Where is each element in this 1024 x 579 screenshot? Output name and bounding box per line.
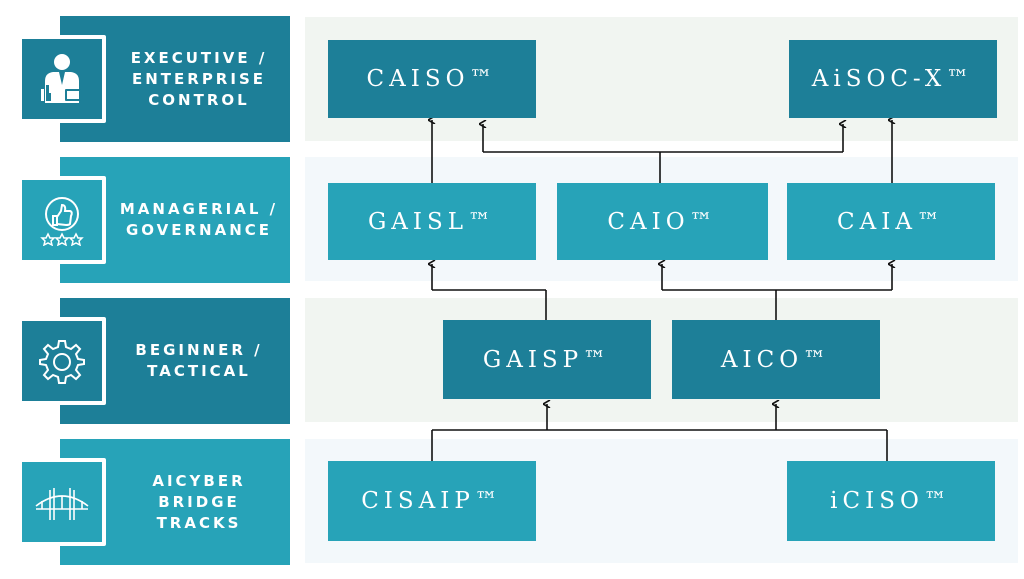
node-aisocx: AiSOC-X™ <box>789 40 997 118</box>
thumbs-up-rating-icon <box>18 176 106 264</box>
tier-label: MANAGERIAL / GOVERNANCE <box>119 200 279 239</box>
node-caio: CAIO™ <box>557 183 768 260</box>
tier-managerial: MANAGERIAL / GOVERNANCE <box>18 157 290 283</box>
tier-label: AICYBER BRIDGE TRACKS <box>152 471 246 532</box>
tier-beginner: BEGINNER / TACTICAL <box>18 298 290 424</box>
node-caiso: CAISO™ <box>328 40 536 118</box>
tier-label: BEGINNER / TACTICAL <box>135 341 263 380</box>
lane-beginner-bg <box>305 298 1018 422</box>
node-caia: CAIA™ <box>787 183 995 260</box>
bridge-icon <box>18 458 106 546</box>
node-aico: AICO™ <box>672 320 880 399</box>
node-iciso: iCISO™ <box>787 461 995 541</box>
node-cisaip: CISAIP™ <box>328 461 536 541</box>
tier-bridge: AICYBER BRIDGE TRACKS <box>18 439 290 565</box>
tier-executive: EXECUTIVE / ENTERPRISE CONTROL <box>18 16 290 142</box>
node-gaisl: GAISL™ <box>328 183 536 260</box>
executive-icon <box>18 35 106 123</box>
tier-label: EXECUTIVE / ENTERPRISE CONTROL <box>130 48 268 109</box>
node-gaisp: GAISP™ <box>443 320 651 399</box>
gear-icon <box>18 317 106 405</box>
